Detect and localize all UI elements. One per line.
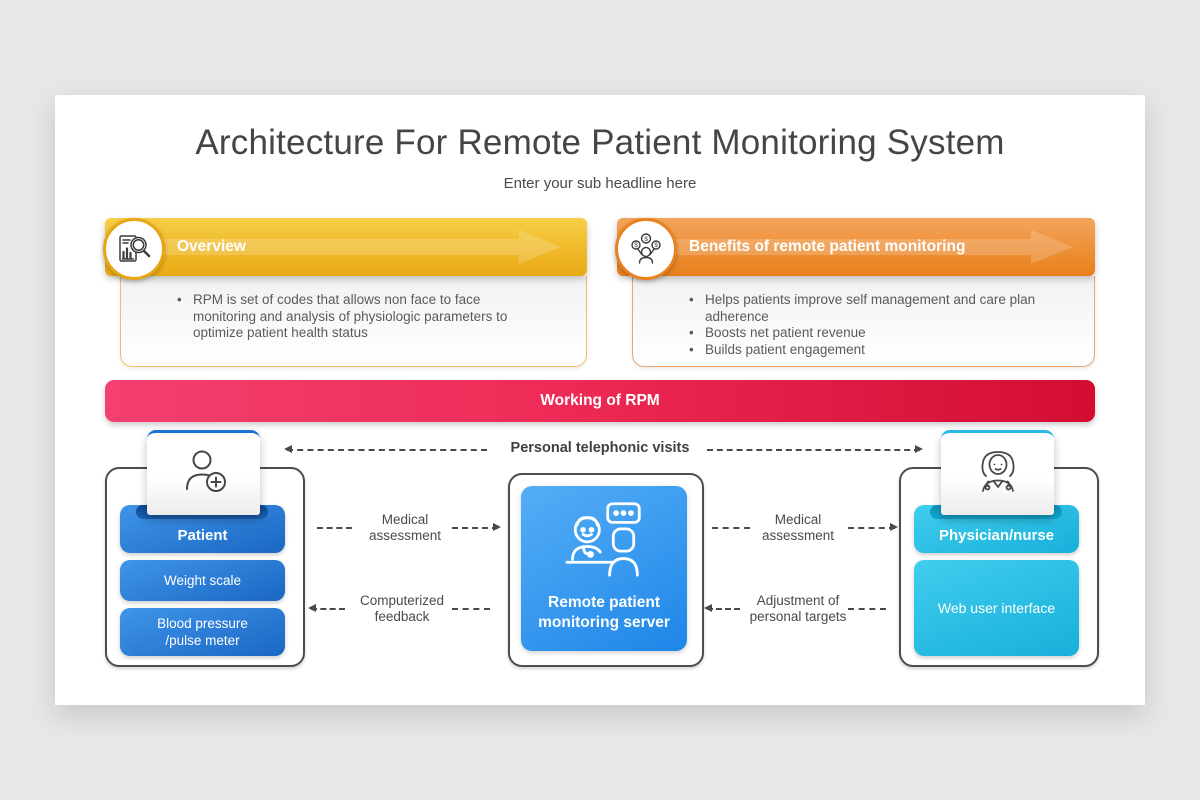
patient-label: Patient [177, 527, 228, 544]
web-ui-label: Web user interface [937, 599, 1056, 616]
benefits-heading: Benefits of remote patient monitoring [689, 238, 966, 255]
benefits-bullet: Helps patients improve self management a… [689, 292, 1045, 325]
server-to-patient-label: Computerized feedback [359, 593, 445, 624]
dash-segment [848, 608, 886, 610]
analytics-magnifier-icon [103, 218, 165, 280]
benefits-body: Helps patients improve self management a… [632, 276, 1095, 367]
money-person-icon: $ $ $ [615, 218, 677, 280]
top-link-label: Personal telephonic visits [510, 440, 690, 456]
page-subtitle: Enter your sub headline here [503, 175, 697, 192]
server-label: Remote patient monitoring server [538, 594, 670, 631]
overview-body: RPM is set of codes that allows non face… [120, 276, 587, 367]
physician-to-server-arrow [704, 604, 740, 612]
benefits-bullet: Builds patient engagement [689, 342, 1046, 359]
server-to-patient-arrow [308, 604, 345, 612]
nurse-icon [981, 451, 1014, 492]
web-ui-block: Web user interface [914, 560, 1079, 656]
svg-text:$: $ [654, 243, 658, 249]
patient-to-server-arrow [452, 523, 501, 531]
page-title: Architecture For Remote Patient Monitori… [195, 123, 1005, 162]
svg-text:$: $ [634, 243, 638, 249]
server-block: Remote patient monitoring server [521, 486, 687, 651]
doctor-patient-chat-icon [565, 502, 641, 577]
benefits-bullet: Boosts net patient revenue [689, 325, 1046, 342]
dash-segment [317, 527, 352, 529]
physician-to-server-label: Adjustment of personal targets [749, 593, 847, 624]
blood-pressure-label: Blood pressure /pulse meter [157, 616, 248, 648]
weight-scale-label: Weight scale [163, 573, 242, 588]
banner-arrow-shape [673, 230, 1073, 264]
svg-text:$: $ [644, 236, 648, 243]
overview-bullet: RPM is set of codes that allows non face… [177, 292, 538, 342]
overview-heading: Overview [177, 238, 246, 255]
patient-to-server-label: Medical assessment [368, 512, 442, 543]
overview-banner: Overview [105, 218, 587, 276]
patient-card [147, 430, 260, 515]
server-to-physician-arrow [848, 523, 898, 531]
telephonic-arrow-left [284, 445, 487, 453]
patient-plus-icon [185, 450, 226, 492]
slide-card: Architecture For Remote Patient Monitori… [55, 95, 1145, 705]
benefits-bullet-list: Helps patients improve self management a… [633, 276, 1094, 358]
banner-arrow-shape [161, 230, 561, 264]
benefits-banner: Benefits of remote patient monitoring [617, 218, 1095, 276]
dash-segment [452, 608, 490, 610]
physician-card [941, 430, 1054, 515]
weight-scale-block: Weight scale [120, 560, 285, 601]
dash-segment [712, 527, 750, 529]
physician-label: Physician/nurse [938, 527, 1055, 544]
overview-bullet-list: RPM is set of codes that allows non face… [121, 276, 586, 342]
blood-pressure-block: Blood pressure /pulse meter [120, 608, 285, 656]
server-to-physician-label: Medical assessment [761, 512, 835, 543]
telephonic-arrow-right [707, 445, 923, 453]
working-rpm-banner: Working of RPM [105, 380, 1095, 422]
